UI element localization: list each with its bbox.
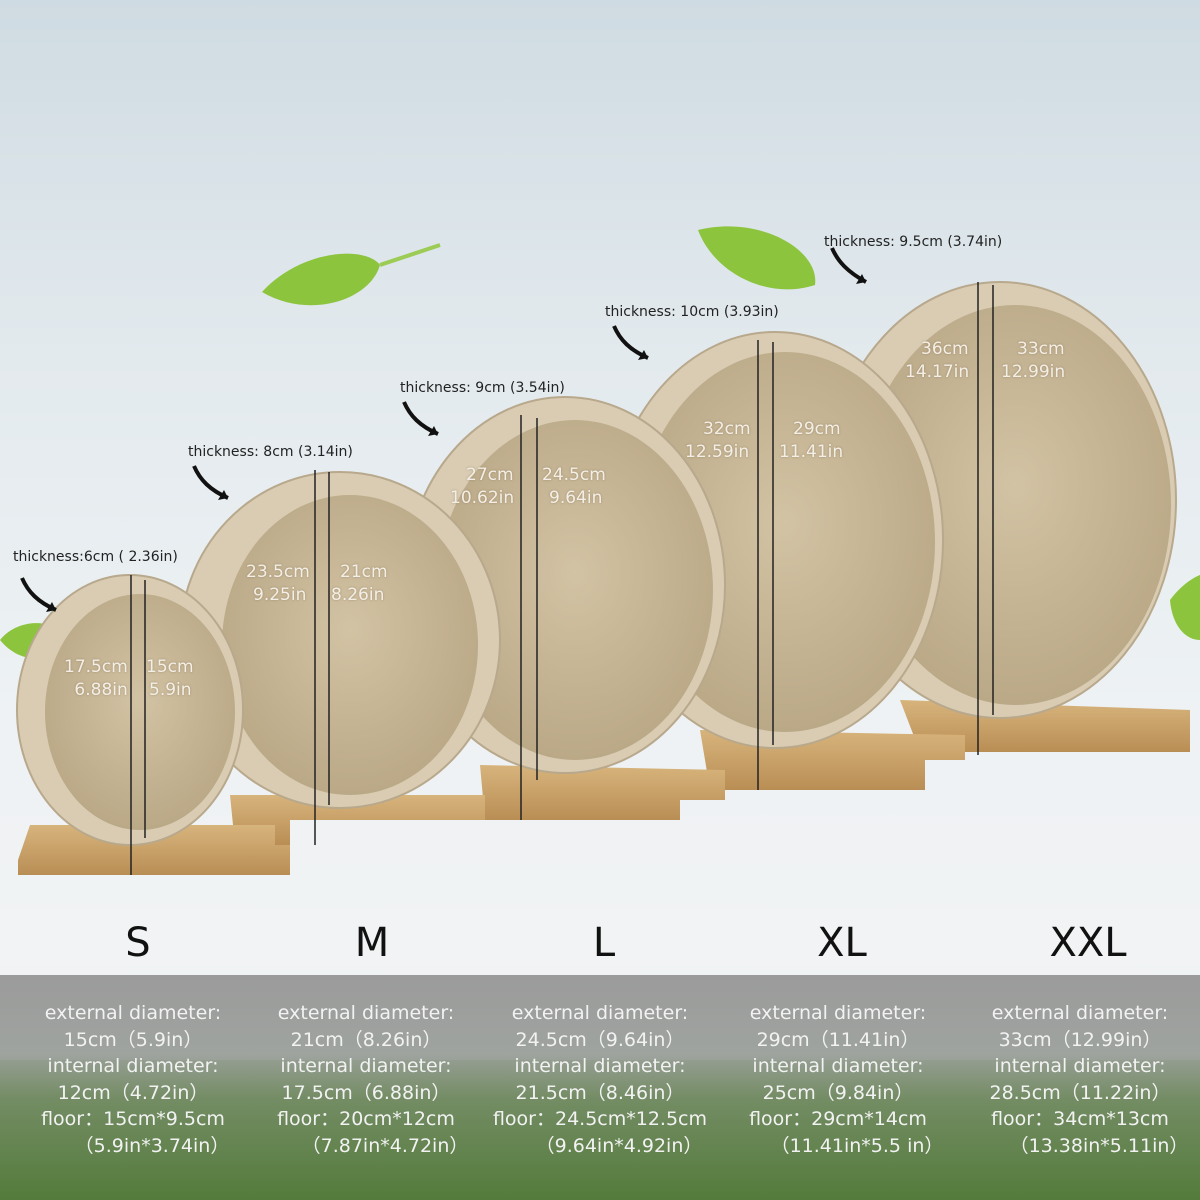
- size-label-m: M: [354, 920, 390, 966]
- floor-size: floor：20cm*12cm: [277, 1108, 455, 1130]
- external-diameter-label: external diameter:: [749, 1002, 927, 1024]
- external-diameter-value: 15cm（5.9in）: [63, 1028, 203, 1051]
- thickness-label-xxl: thickness: 9.5cm (3.74in): [824, 234, 1003, 250]
- floor-size: floor：34cm*13cm: [991, 1108, 1169, 1130]
- external-diameter-value: 21cm（8.26in）: [290, 1028, 442, 1051]
- floor-size-inches: （5.9in*3.74in）: [74, 1134, 230, 1157]
- internal-diameter-value: 21.5cm（8.46in）: [515, 1081, 685, 1104]
- spec-block-l: external diameter: 24.5cm（9.64in） intern…: [480, 1000, 720, 1159]
- internal-diameter-value: 17.5cm（6.88in）: [281, 1081, 451, 1104]
- spec-block-xl: external diameter: 29cm（11.41in） interna…: [718, 1000, 958, 1159]
- spec-block-m: external diameter: 21cm（8.26in） internal…: [246, 1000, 486, 1159]
- leaf-decoration: [1170, 575, 1200, 640]
- floor-size-inches: （9.64in*4.92in）: [535, 1134, 703, 1157]
- floor-size-inches: （7.87in*4.72in）: [301, 1134, 469, 1157]
- floor-size-inches: （11.41in*5.5 in）: [770, 1134, 944, 1157]
- thickness-label-xl: thickness: 10cm (3.93in): [605, 304, 779, 320]
- internal-diameter-value: 25cm（9.84in）: [762, 1081, 914, 1104]
- external-diameter-label: external diameter:: [991, 1002, 1169, 1024]
- floor-size-inches: （13.38in*5.11in）: [1009, 1134, 1189, 1157]
- external-diameter-label: external diameter:: [511, 1002, 689, 1024]
- wheel-s: [16, 574, 290, 875]
- spec-block-xxl: external diameter: 33cm（12.99in） interna…: [960, 1000, 1200, 1159]
- internal-diameter-label: internal diameter:: [47, 1055, 219, 1077]
- leaf-decoration: [698, 226, 816, 290]
- internal-diameter-value: 12cm（4.72in）: [57, 1081, 209, 1104]
- size-label-s: S: [125, 920, 151, 966]
- external-diameter-label: external diameter:: [44, 1002, 222, 1024]
- internal-diameter-label: internal diameter:: [514, 1055, 686, 1077]
- wheel-m: [179, 465, 501, 845]
- external-diameter-value: 29cm（11.41in）: [756, 1028, 920, 1051]
- spec-band: [0, 975, 1200, 1200]
- thickness-label-s: thickness:6cm ( 2.36in): [13, 549, 178, 565]
- internal-diameter-label: internal diameter:: [280, 1055, 452, 1077]
- floor-size: floor：15cm*9.5cm: [41, 1108, 225, 1130]
- thickness-label-l: thickness: 9cm (3.54in): [400, 380, 565, 396]
- size-label-xl: XL: [817, 920, 867, 966]
- size-label-xxl: XXL: [1049, 920, 1127, 966]
- thickness-label-m: thickness: 8cm (3.14in): [188, 444, 353, 460]
- floor-size: floor：29cm*14cm: [749, 1108, 927, 1130]
- spec-block-s: external diameter: 15cm（5.9in） internal …: [13, 1000, 253, 1159]
- internal-diameter-label: internal diameter:: [994, 1055, 1166, 1077]
- internal-diameter-value: 28.5cm（11.22in）: [989, 1081, 1171, 1104]
- external-diameter-value: 33cm（12.99in）: [998, 1028, 1162, 1051]
- internal-diameter-label: internal diameter:: [752, 1055, 924, 1077]
- size-label-l: L: [592, 920, 616, 966]
- external-diameter-value: 24.5cm（9.64in）: [515, 1028, 685, 1051]
- floor-size: floor：24.5cm*12.5cm: [492, 1108, 708, 1130]
- leaf-decoration: [262, 243, 441, 306]
- external-diameter-label: external diameter:: [277, 1002, 455, 1024]
